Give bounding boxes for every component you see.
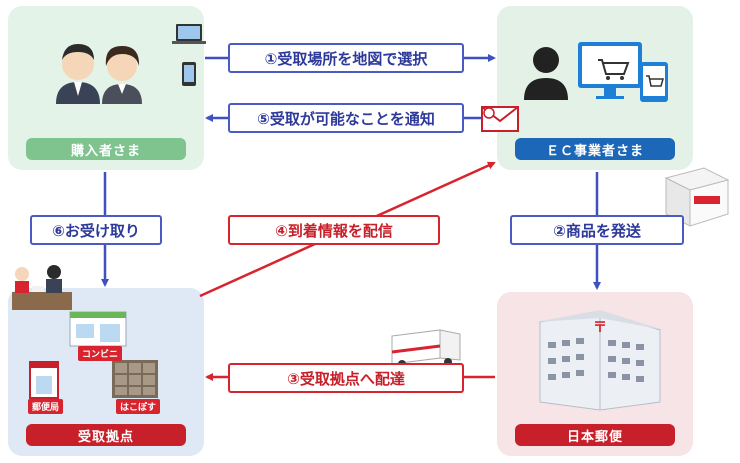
convenience-store-label: コンビニ [78, 346, 123, 361]
parcel-locker-label: はこぽす [116, 399, 161, 414]
step5-label: ⑤受取が可能なことを通知 [228, 103, 464, 133]
counter-staff-icon [12, 265, 72, 310]
pickup-label: 受取拠点 [26, 424, 186, 446]
buyer-panel: 購入者さま [8, 6, 204, 170]
step1-label: ①受取場所を地図で選択 [228, 43, 464, 73]
smartphone-icon [182, 62, 196, 86]
laptop-icon [172, 24, 206, 44]
post-office-building-icon: 〒 [536, 310, 664, 411]
parcel-locker-icon [112, 360, 158, 398]
tablet-icon [640, 62, 668, 102]
ec-label: ＥＣ事業者さま [515, 138, 675, 160]
monitor-cart-icon [578, 42, 642, 99]
convenience-store-icon [69, 311, 127, 347]
step6-label: ⑥お受け取り [30, 215, 162, 245]
delivery-truck-icon [391, 329, 461, 368]
envelope-icon [481, 106, 519, 132]
buyer-label: 購入者さま [26, 138, 186, 160]
buyer-people-icon [56, 44, 142, 104]
step3-label: ③受取拠点へ配達 [228, 363, 464, 393]
ec-operator-icon [524, 47, 568, 100]
step4-label: ④到着情報を配信 [228, 215, 440, 245]
post-office-label: 郵便局 [28, 399, 64, 414]
small-post-office-icon [29, 361, 59, 399]
post-label: 日本郵便 [515, 424, 675, 446]
step2-label: ②商品を発送 [510, 215, 684, 245]
package-box-icon [664, 167, 730, 227]
svg-text:〒: 〒 [593, 320, 607, 336]
